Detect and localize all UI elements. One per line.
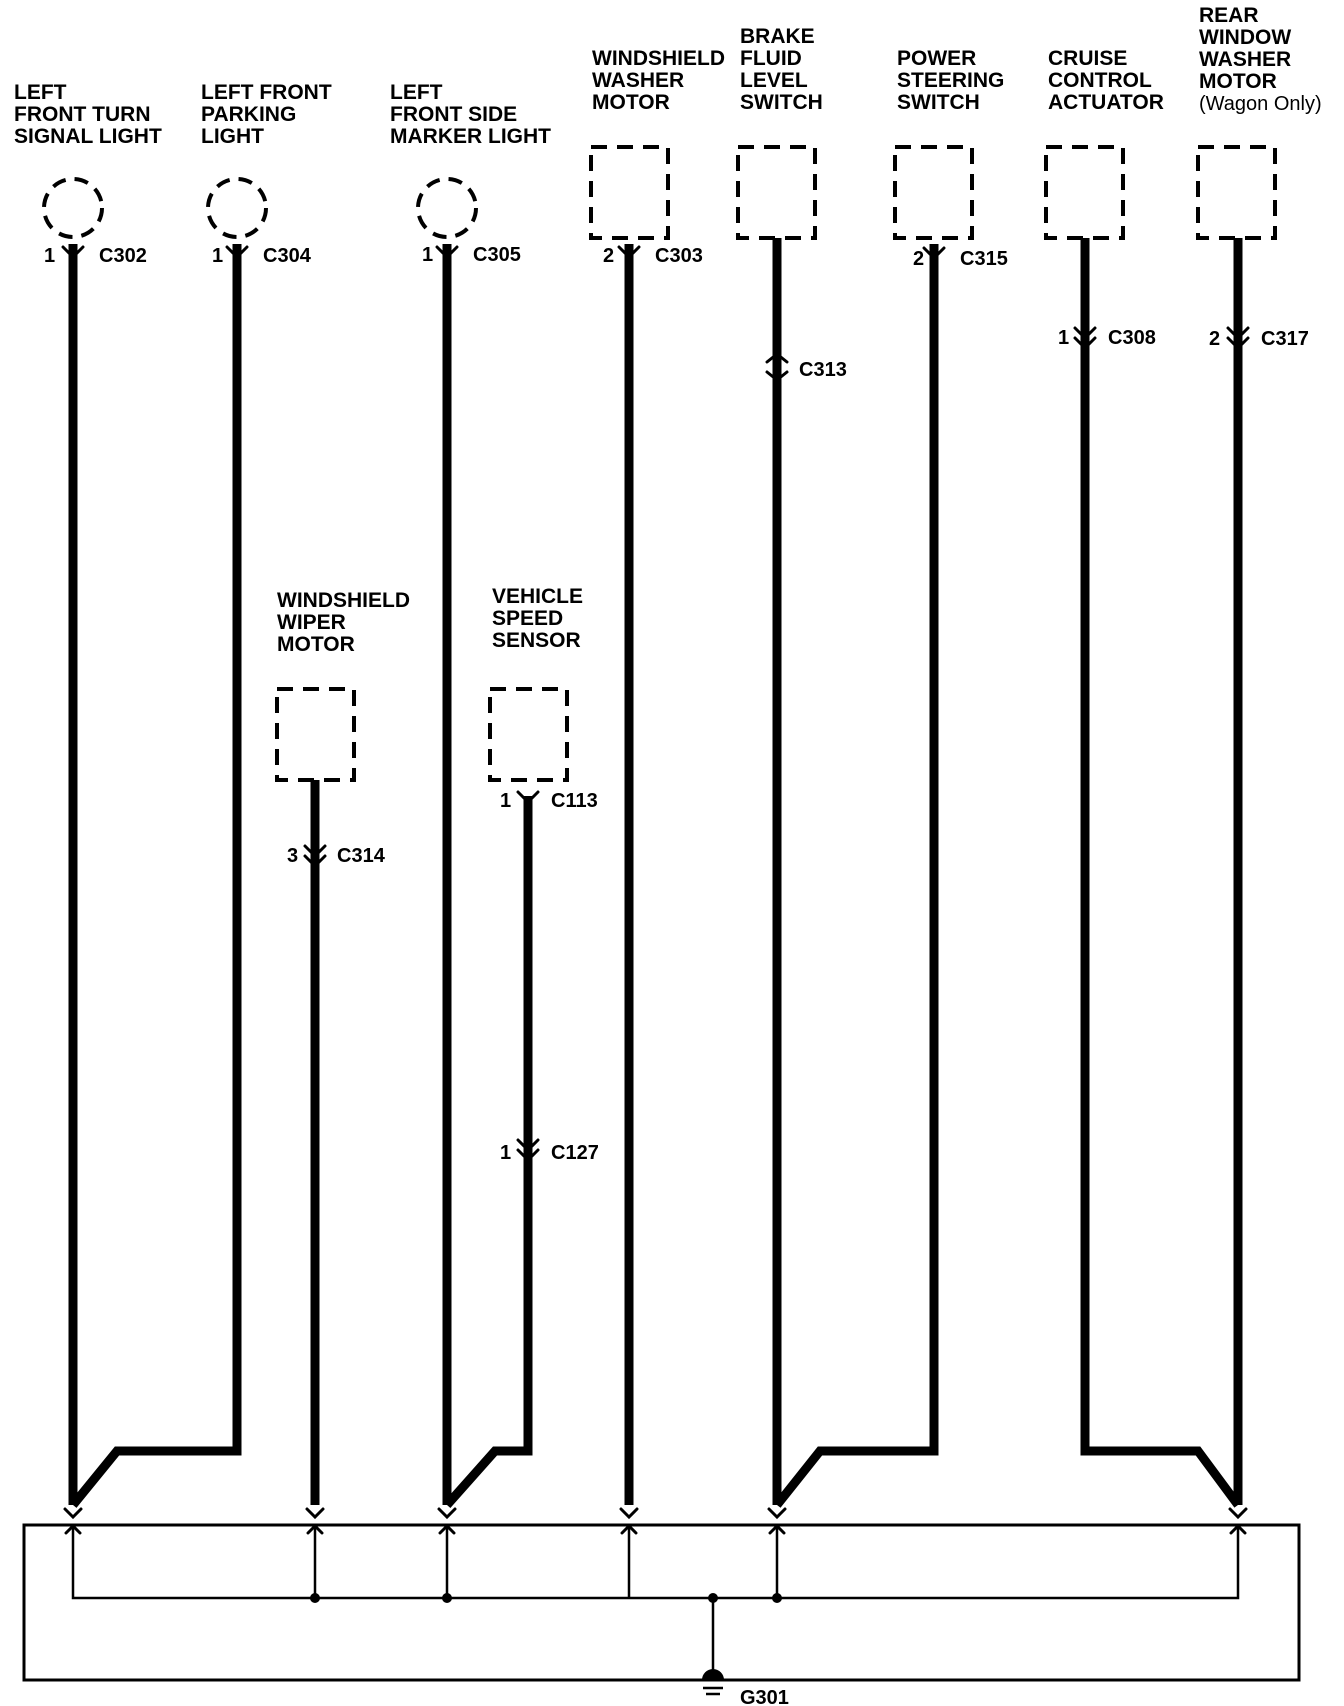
label-ws-washer-1: WINDSHIELD [592, 47, 725, 70]
connector-mark-c314-top [303, 844, 327, 859]
label-brake-fluid-2: FLUID [740, 47, 802, 70]
label-ws-washer-2: WASHER [592, 69, 684, 92]
ground-label-g301: G301 [740, 1687, 789, 1706]
label-wiper-3: MOTOR [277, 633, 355, 656]
wire-lf-parking [69, 244, 242, 1508]
connector-mark-c302 [61, 245, 85, 260]
label-cruise-1: CRUISE [1048, 47, 1127, 70]
label-vss-2: SPEED [492, 607, 563, 630]
label-lf-side-marker-2: FRONT SIDE [390, 103, 517, 126]
connector-mark-c113 [516, 790, 540, 805]
pin-c305: 1 [422, 244, 433, 266]
label-cruise-3: ACTUATOR [1048, 91, 1164, 114]
label-rear-washer-4: MOTOR [1199, 70, 1277, 93]
wire-vss [443, 796, 533, 1508]
connector-c113: C113 [551, 790, 598, 812]
lf-side-marker-light-symbol [416, 177, 478, 239]
connector-mark-c304 [225, 245, 249, 260]
frame-terminal-marks [63, 1507, 1248, 1535]
connector-c315: C315 [960, 248, 1008, 270]
label-lf-parking-2: PARKING [201, 103, 296, 126]
label-power-steering-3: SWITCH [897, 91, 980, 114]
pin-c308: 1 [1058, 327, 1069, 349]
connector-c303: C303 [655, 245, 703, 267]
connector-c304: C304 [263, 245, 312, 267]
label-wiper-1: WINDSHIELD [277, 589, 410, 612]
connector-mark-c127-top [516, 1138, 540, 1153]
connector-c302: C302 [99, 245, 147, 267]
label-brake-fluid-3: LEVEL [740, 69, 808, 92]
connector-mark-c313-bottom [765, 370, 789, 382]
cruise-actuator-box [1044, 145, 1125, 240]
connector-mark-c317-bottom [1226, 336, 1250, 351]
label-vss-3: SENSOR [492, 629, 581, 652]
pin-c314: 3 [287, 845, 298, 867]
label-ws-washer-3: MOTOR [592, 91, 670, 114]
pin-c317: 2 [1209, 328, 1220, 350]
wire-power-steering [773, 244, 939, 1508]
pin-c303: 2 [603, 245, 614, 267]
label-lf-turn-2: FRONT TURN [14, 103, 150, 126]
connector-mark-c308-top [1073, 326, 1097, 341]
brake-fluid-switch-box [736, 145, 817, 240]
ground-bus [71, 1525, 1240, 1680]
vss-box [488, 687, 569, 782]
label-lf-side-marker-1: LEFT [390, 81, 443, 104]
label-lf-turn-3: SIGNAL LIGHT [14, 125, 162, 148]
wire-cruise [1080, 238, 1242, 1508]
pin-c315: 2 [913, 248, 924, 270]
label-wiper-2: WIPER [277, 611, 346, 634]
label-lf-parking-3: LIGHT [201, 125, 264, 148]
label-vss-1: VEHICLE [492, 585, 583, 608]
connector-c308: C308 [1108, 327, 1156, 349]
pin-c304: 1 [212, 245, 223, 267]
label-brake-fluid-1: BRAKE [740, 25, 815, 48]
connector-c127: C127 [551, 1142, 599, 1164]
connector-mark-c313-top [765, 352, 789, 364]
pin-c113: 1 [500, 790, 511, 812]
label-cruise-2: CONTROL [1048, 69, 1152, 92]
connector-mark-c308-bottom [1073, 336, 1097, 351]
label-lf-parking-1: LEFT FRONT [201, 81, 332, 104]
label-power-steering-1: POWER [897, 47, 976, 70]
connector-c314: C314 [337, 845, 386, 867]
connector-mark-c317-top [1226, 326, 1250, 341]
wiper-motor-box [275, 687, 356, 782]
pin-c302: 1 [44, 245, 55, 267]
rear-washer-motor-box [1196, 145, 1277, 240]
label-rear-washer-3: WASHER [1199, 48, 1291, 71]
connector-c313: C313 [799, 359, 847, 381]
connector-c317: C317 [1261, 328, 1309, 350]
lf-parking-light-symbol [206, 177, 268, 239]
ground-symbol-icon [702, 1669, 724, 1696]
power-steering-switch-box [893, 145, 974, 240]
ground-frame [22, 1523, 1301, 1682]
connector-mark-c127-bottom [516, 1148, 540, 1163]
pin-c127: 1 [500, 1142, 511, 1164]
label-rear-washer-2: WINDOW [1199, 26, 1291, 49]
connector-mark-c305 [435, 245, 459, 260]
label-lf-turn-1: LEFT [14, 81, 67, 104]
connector-mark-c303 [617, 245, 641, 260]
label-rear-washer-1: REAR [1199, 4, 1259, 27]
lf-turn-light-symbol [42, 177, 104, 239]
connector-mark-c314-bottom [303, 854, 327, 869]
label-brake-fluid-4: SWITCH [740, 91, 823, 114]
connector-c305: C305 [473, 244, 521, 266]
label-lf-side-marker-3: MARKER LIGHT [390, 125, 551, 148]
label-rear-washer-note: (Wagon Only) [1199, 93, 1322, 115]
ws-washer-motor-box [589, 145, 670, 240]
connector-mark-c315 [922, 246, 946, 261]
label-power-steering-2: STEERING [897, 69, 1004, 92]
